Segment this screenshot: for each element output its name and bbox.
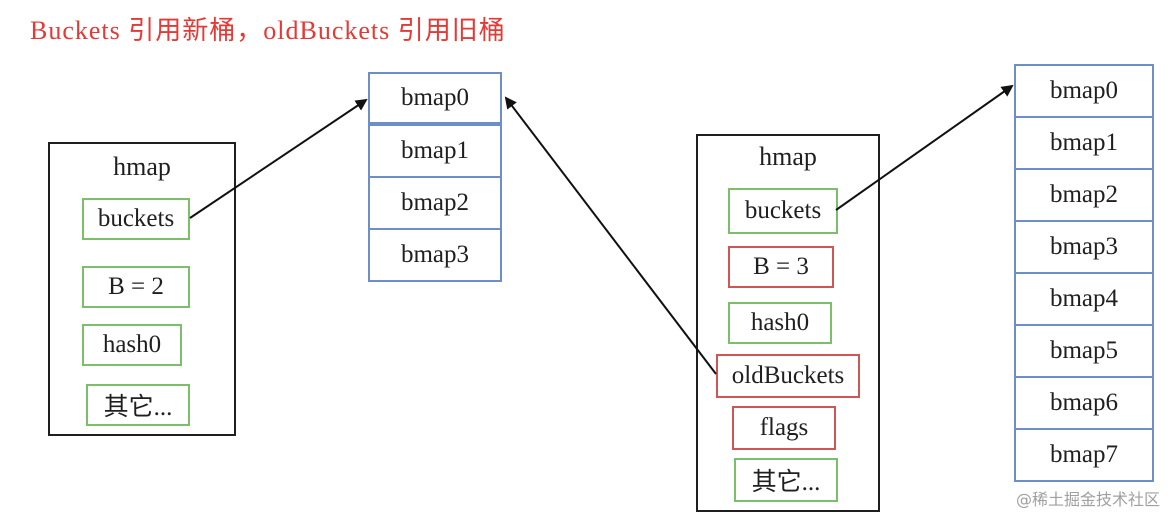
- old-bucket-3: bmap3: [368, 228, 502, 282]
- new-bucket-3: bmap3: [1014, 220, 1154, 274]
- right-field-oldbuckets: oldBuckets: [716, 354, 860, 398]
- left-field-hash0: hash0: [82, 324, 182, 366]
- arrow-oldbuckets-to-old-bucket0: [504, 96, 717, 375]
- left-field-other: 其它...: [86, 384, 190, 426]
- old-bucket-0: bmap0: [368, 72, 502, 124]
- new-buckets-column: bmap0 bmap1 bmap2 bmap3 bmap4 bmap5 bmap…: [1014, 64, 1154, 482]
- old-buckets-column: bmap0 bmap1 bmap2 bmap3: [368, 72, 502, 284]
- right-field-other: 其它...: [734, 458, 838, 502]
- diagram-caption: Buckets 引用新桶，oldBuckets 引用旧桶: [30, 16, 506, 45]
- right-field-flags: flags: [732, 406, 836, 450]
- right-field-b: B = 3: [728, 246, 834, 288]
- new-bucket-7: bmap7: [1014, 428, 1154, 482]
- new-bucket-4: bmap4: [1014, 272, 1154, 326]
- left-hmap-box: hmap buckets B = 2 hash0 其它...: [48, 142, 236, 436]
- new-bucket-0: bmap0: [1014, 64, 1154, 118]
- arrow-right-buckets-to-new-bucket0: [835, 84, 1014, 211]
- old-bucket-1: bmap1: [368, 124, 502, 178]
- watermark: @稀土掘金技术社区: [1015, 490, 1160, 509]
- right-hmap-title: hmap: [759, 142, 817, 171]
- arrow-left-buckets-to-old-bucket0: [189, 98, 368, 219]
- old-bucket-2: bmap2: [368, 176, 502, 230]
- right-field-hash0: hash0: [728, 302, 832, 344]
- right-hmap-box: hmap buckets B = 3 hash0 oldBuckets flag…: [696, 134, 880, 512]
- left-field-buckets: buckets: [82, 198, 190, 240]
- left-hmap-title: hmap: [113, 152, 171, 181]
- new-bucket-2: bmap2: [1014, 168, 1154, 222]
- left-field-b: B = 2: [82, 266, 190, 308]
- right-field-buckets: buckets: [728, 188, 838, 234]
